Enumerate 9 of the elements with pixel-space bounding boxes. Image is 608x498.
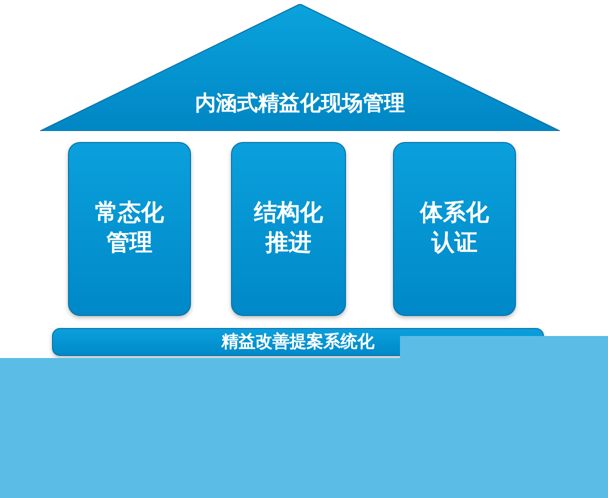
- pillar-box: [393, 142, 516, 316]
- pillar-label: 结构化推进: [252, 199, 324, 258]
- foundation-label: 精益改善提案系统化: [222, 330, 374, 354]
- roof-triangle: [40, 4, 560, 131]
- pillar-box: [68, 142, 191, 316]
- pillar-label: 常态化管理: [94, 199, 165, 258]
- pillar-label: 体系化认证: [418, 199, 490, 258]
- pillar-box: [231, 142, 346, 316]
- roof-title: 内涵式精益化现场管理: [195, 90, 405, 117]
